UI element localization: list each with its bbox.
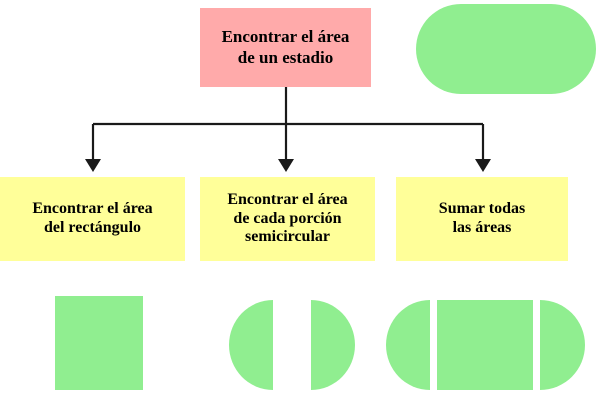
arrowhead-right-icon: [475, 159, 491, 172]
rectangle-shape-icon: [55, 296, 143, 390]
assembled-rectangle-shape-icon: [437, 300, 533, 390]
semicircle-right-shape-icon: [311, 300, 355, 390]
node-step-3-sumar-areas: Sumar todas las áreas: [396, 177, 568, 261]
assembled-semicircle-right-shape-icon: [540, 300, 585, 390]
node-step-1-area-rectangulo: Encontrar el área del rectángulo: [0, 177, 185, 261]
node-step-2-area-porcion-semicircular: Encontrar el área de cada porción semici…: [200, 177, 375, 261]
semicircle-left-shape-icon: [229, 300, 273, 390]
node-title-encontrar-area-estadio: Encontrar el área de un estadio: [200, 8, 371, 87]
arrowhead-middle-icon: [278, 159, 294, 172]
stadium-shape-icon: [416, 4, 596, 94]
arrowhead-left-icon: [85, 159, 101, 172]
assembled-semicircle-left-shape-icon: [386, 300, 430, 390]
